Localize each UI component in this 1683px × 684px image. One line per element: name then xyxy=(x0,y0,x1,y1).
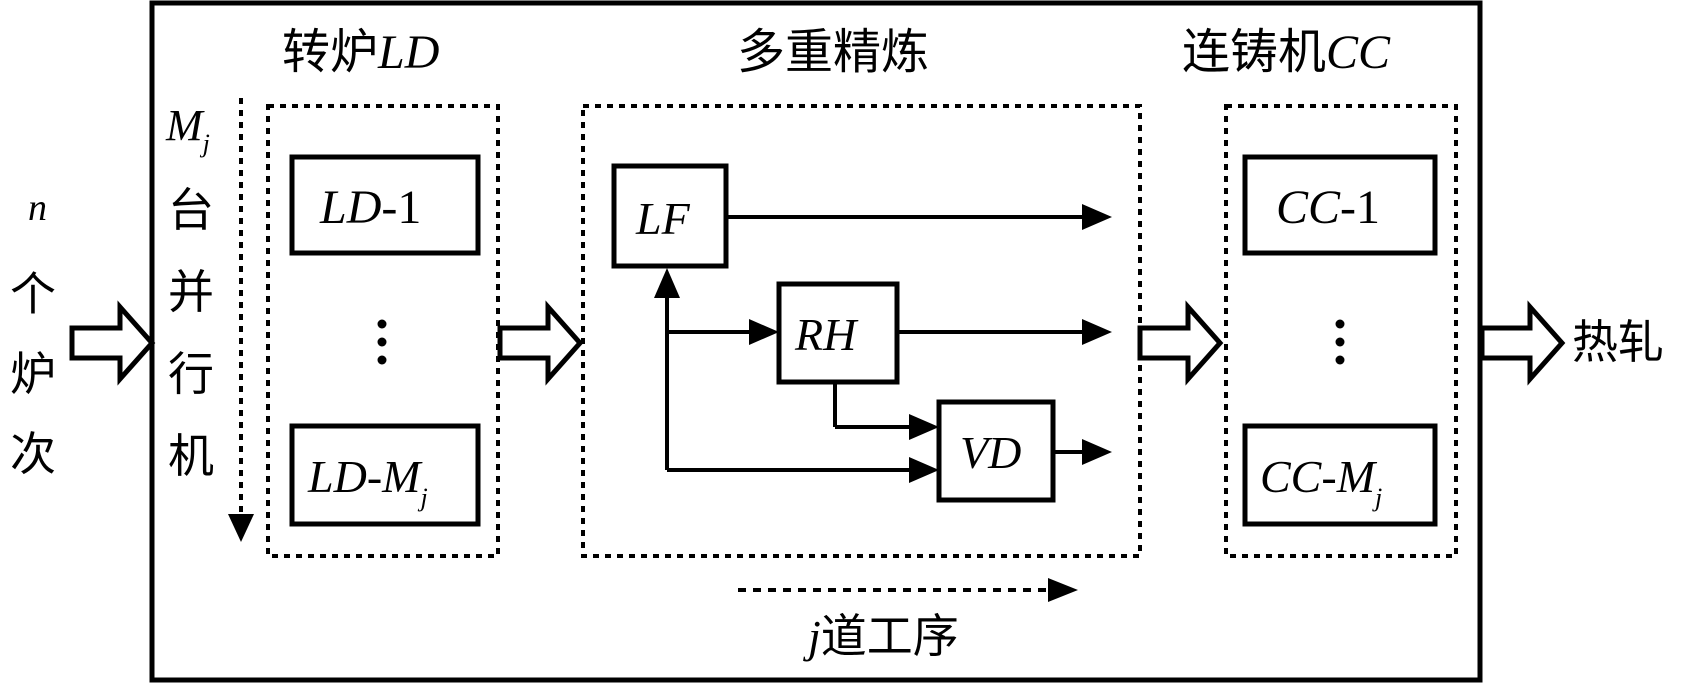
ld-unit-last-dash: - xyxy=(367,451,382,502)
cc-unit-last-label: CC-Mj xyxy=(1260,451,1382,512)
cc-unit-1-label: CC-1 xyxy=(1276,181,1380,234)
input-char-2: 炉 xyxy=(10,347,56,401)
cc-unit-last-box xyxy=(1242,423,1438,527)
process-label-zh: 道工序 xyxy=(821,609,959,663)
parallel-char-2: 并 xyxy=(168,265,214,319)
hollow-arrow-icon-refining-to-cc xyxy=(1137,300,1224,386)
vertical-ellipsis-icon-cc xyxy=(1335,319,1345,365)
vd-unit-box xyxy=(936,399,1056,503)
refining-group-box xyxy=(581,104,1142,558)
parallel-count-label: Mj xyxy=(165,101,210,158)
cc-unit-last-dash: - xyxy=(1321,451,1336,502)
process-label: j道工序 xyxy=(803,609,959,663)
hollow-arrow-icon-output xyxy=(1479,300,1566,386)
ld-unit-last-box xyxy=(289,423,481,527)
parallel-count-sub: j xyxy=(200,129,210,158)
cc-unit-last-prefix: CC xyxy=(1260,451,1323,502)
ld-stage-title: 转炉LD xyxy=(282,24,439,80)
refining-flow-arrows xyxy=(654,204,1112,483)
ld-unit-1-prefix: LD xyxy=(319,181,381,234)
cc-stage-title-abbr: CC xyxy=(1326,26,1391,79)
ld-unit-1-suffix: -1 xyxy=(381,181,421,234)
vertical-ellipsis-icon-ld xyxy=(377,319,387,365)
input-char-3: 次 xyxy=(10,427,56,481)
hollow-arrow-icon-input xyxy=(69,300,156,386)
ld-unit-last-label: LD-Mj xyxy=(307,451,428,512)
rh-unit-label: RH xyxy=(794,309,859,360)
parallel-char-4: 机 xyxy=(168,429,214,483)
rh-unit-box xyxy=(776,281,900,385)
process-label-j: j xyxy=(803,611,821,662)
parallel-count-m: M xyxy=(165,101,205,150)
ld-stage-title-zh: 转炉 xyxy=(282,24,378,80)
dotted-arrow-icon-horizontal-head xyxy=(1048,578,1078,602)
ld-unit-last-m: M xyxy=(381,451,423,502)
cc-unit-last-sub: j xyxy=(1372,483,1382,512)
input-char-1: 个 xyxy=(10,267,56,321)
hollow-arrow-icon-ld-to-refining xyxy=(497,300,584,386)
ld-group-box xyxy=(266,104,500,558)
parallel-char-3: 行 xyxy=(168,347,214,401)
ld-unit-1-label: LD-1 xyxy=(319,181,421,234)
dotted-arrow-icon-vertical-head xyxy=(228,514,254,542)
cc-stage-title-zh: 连铸机 xyxy=(1182,24,1326,80)
cc-stage-title: 连铸机CC xyxy=(1182,24,1391,80)
input-n-label: n xyxy=(28,187,47,229)
parallel-char-1: 台 xyxy=(168,183,214,237)
lf-unit-label: LF xyxy=(635,193,691,244)
ld-unit-last-prefix: LD xyxy=(307,451,367,502)
ld-unit-last-sub: j xyxy=(417,483,427,512)
refining-stage-title: 多重精炼 xyxy=(737,24,929,80)
cc-unit-1-box xyxy=(1242,154,1438,256)
cc-unit-1-prefix: CC xyxy=(1276,181,1341,234)
vd-unit-label: VD xyxy=(960,427,1021,478)
ld-unit-1-box xyxy=(289,154,481,256)
cc-group-box xyxy=(1224,104,1458,558)
cc-unit-1-suffix: -1 xyxy=(1340,181,1380,234)
output-label: 热轧 xyxy=(1572,315,1664,369)
cc-unit-last-m: M xyxy=(1336,451,1378,502)
ld-stage-title-abbr: LD xyxy=(377,26,439,79)
